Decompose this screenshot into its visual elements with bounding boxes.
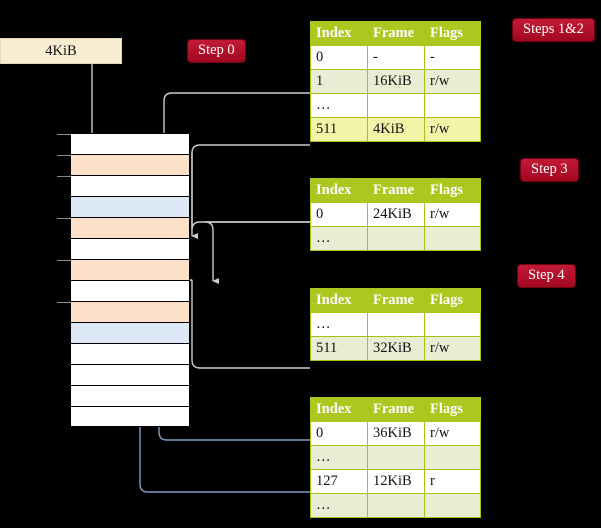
- badge-step-3-label: Step 3: [531, 161, 568, 177]
- column-header-index: Index: [310, 397, 368, 422]
- column-header-flags: Flags: [424, 21, 481, 46]
- column-header-frame: Frame: [367, 178, 425, 203]
- cell-index: 0: [310, 421, 368, 446]
- cell-frame: 12KiB: [367, 469, 425, 494]
- cell-flags: [424, 93, 481, 118]
- memory-frame-row: [70, 364, 190, 385]
- cell-index: 127: [310, 469, 368, 494]
- memory-boundary-tick: [57, 218, 71, 219]
- column-header-index: Index: [310, 178, 368, 203]
- cell-flags: [424, 226, 481, 251]
- memory-frame-row: [70, 385, 190, 406]
- column-header-index: Index: [310, 21, 368, 46]
- badge-step-0-label: Step 0: [198, 42, 235, 58]
- cell-flags: r/w: [424, 202, 481, 227]
- badge-steps-1-2: Steps 1&2: [513, 19, 594, 41]
- memory-frame-row: [57, 301, 190, 322]
- memory-boundary-tick: [57, 302, 71, 303]
- table-row: …: [310, 93, 481, 118]
- memory-frame-row: [70, 238, 190, 259]
- memory-frame-row: [70, 280, 190, 301]
- cell-index: …: [310, 226, 368, 251]
- memory-frame-row: [57, 154, 190, 175]
- cell-index: …: [310, 93, 368, 118]
- cell-frame: [367, 226, 425, 251]
- column-header-frame: Frame: [367, 21, 425, 46]
- table-row: …: [310, 312, 481, 337]
- badge-step-4: Step 4: [518, 265, 575, 287]
- memory-boundary-tick: [57, 176, 71, 177]
- column-header-frame: Frame: [367, 397, 425, 422]
- cell-frame: 32KiB: [367, 336, 425, 361]
- memory-frame-row: [70, 343, 190, 364]
- memory-boundary-tick: [57, 260, 71, 261]
- column-header-flags: Flags: [424, 178, 481, 203]
- request-size-box: 4KiB: [0, 38, 122, 64]
- column-header-flags: Flags: [424, 288, 481, 313]
- badge-step-4-label: Step 4: [528, 267, 565, 283]
- cell-index: 1: [310, 69, 368, 94]
- cell-frame: [367, 445, 425, 470]
- column-header-flags: Flags: [424, 397, 481, 422]
- cell-flags: -: [424, 45, 481, 70]
- cell-flags: r/w: [424, 421, 481, 446]
- cell-frame: [367, 312, 425, 337]
- cell-flags: [424, 445, 481, 470]
- memory-frame-row: [57, 175, 190, 196]
- column-header-index: Index: [310, 288, 368, 313]
- cell-flags: r/w: [424, 69, 481, 94]
- table-row: 0--: [310, 45, 481, 70]
- cell-index: 511: [310, 336, 368, 361]
- memory-frame-row: [57, 259, 190, 280]
- cell-frame: 36KiB: [367, 421, 425, 446]
- table-row: …: [310, 445, 481, 470]
- table-row: …: [310, 226, 481, 251]
- cell-frame: -: [367, 45, 425, 70]
- memory-frame-row: [57, 133, 190, 154]
- cell-flags: r: [424, 469, 481, 494]
- memory-frame-row: [70, 322, 190, 343]
- cell-frame: 24KiB: [367, 202, 425, 227]
- cell-index: …: [310, 493, 368, 518]
- cell-index: 0: [310, 45, 368, 70]
- physical-memory-column: [57, 133, 190, 427]
- memory-boundary-tick: [57, 155, 71, 156]
- badge-step-0: Step 0: [188, 40, 245, 62]
- memory-frame-row: [70, 196, 190, 217]
- cell-index: …: [310, 445, 368, 470]
- cell-frame: [367, 493, 425, 518]
- cell-index: …: [310, 312, 368, 337]
- memory-frame-row: [57, 217, 190, 238]
- cell-flags: [424, 493, 481, 518]
- column-header-frame: Frame: [367, 288, 425, 313]
- cell-frame: 4KiB: [367, 117, 425, 142]
- cell-frame: 16KiB: [367, 69, 425, 94]
- cell-flags: r/w: [424, 117, 481, 142]
- badge-step-3: Step 3: [521, 159, 578, 181]
- cell-index: 0: [310, 202, 368, 227]
- request-size-label: 4KiB: [45, 42, 77, 59]
- cell-index: 511: [310, 117, 368, 142]
- memory-frame-row: [70, 406, 190, 427]
- memory-boundary-tick: [57, 134, 71, 135]
- table-row: …: [310, 493, 481, 518]
- cell-flags: r/w: [424, 336, 481, 361]
- cell-flags: [424, 312, 481, 337]
- cell-frame: [367, 93, 425, 118]
- badge-steps-1-2-label: Steps 1&2: [523, 21, 584, 37]
